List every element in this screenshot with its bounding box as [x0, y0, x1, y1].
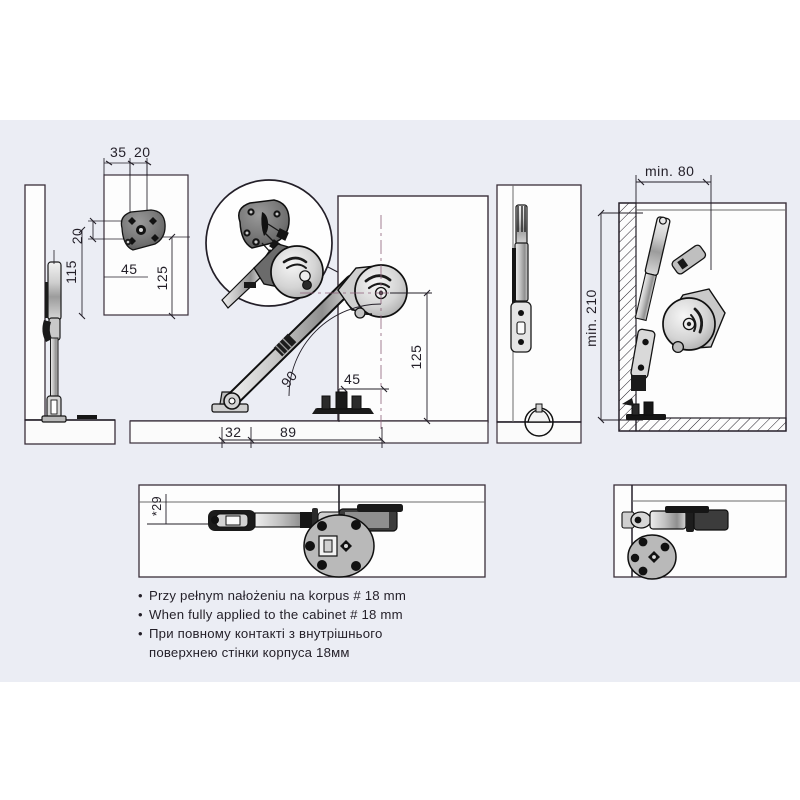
floor-bracket-main [312, 391, 374, 414]
dim-20-side: 20 [69, 228, 85, 245]
dim-125-main: 125 [408, 345, 424, 370]
plate-plan [303, 514, 375, 578]
dim-min-210: min. 210 [583, 289, 599, 347]
view-left-elevation [24, 184, 116, 445]
dim-20-top: 20 [134, 144, 151, 160]
note-line-pl: • Przy pełnym nałożeniu na korpus # 18 mm [138, 586, 558, 605]
note-line-en: • When fully applied to the cabinet # 18 … [138, 605, 558, 624]
floor-bracket-right [622, 398, 666, 420]
note-text-pl: Przy pełnym nałożeniu na korpus # 18 mm [149, 588, 407, 603]
note-line-ua-cont: поверхнею стінки корпуса 18мм [149, 645, 350, 660]
dim-115: 115 [63, 260, 79, 284]
dim-29: *29 [150, 496, 164, 516]
view-narrow-section [496, 184, 582, 444]
notes-block: • Przy pełnym nałożeniu na korpus # 18 mm… [138, 586, 558, 662]
stay-arm-open [223, 274, 360, 410]
stay-left-folded [41, 250, 97, 423]
note-bullet: • [138, 626, 143, 641]
plate-plan-right [627, 534, 677, 580]
dim-45-main: 45 [344, 371, 361, 387]
stay-right-assembly [630, 216, 726, 391]
dim-35: 35 [110, 144, 127, 160]
dim-125-plate: 125 [154, 266, 170, 291]
view-detail-callout [205, 179, 379, 309]
view-bottom-plan: *29 [138, 484, 486, 578]
view-front-plate: 35 20 20 115 45 125 [63, 144, 190, 320]
dim-angle-90: 90 [278, 367, 301, 390]
note-bullet: • [138, 588, 143, 603]
stay-head-main [337, 264, 408, 319]
stay-plan-right [621, 506, 729, 532]
dim-45-plate: 45 [121, 261, 138, 277]
note-bullet: • [138, 607, 143, 622]
note-line-ua: • При повному контакті з внутрішнього [138, 624, 558, 643]
narrow-floor-fitting [524, 403, 554, 437]
dim-min-80: min. 80 [645, 163, 694, 179]
note-text-ua: При повному контакті з внутрішнього [149, 626, 383, 641]
dim-32: 32 [225, 424, 242, 440]
view-right-section: min. 80 min. 210 [583, 163, 787, 432]
note-text-en: When fully applied to the cabinet # 18 m… [149, 607, 403, 622]
mounting-plate-front [120, 209, 166, 251]
view-bottom-right-plan [613, 484, 787, 580]
view-main-section: 90 45 125 [129, 195, 489, 448]
stay-narrow-folded [510, 204, 532, 353]
dim-89: 89 [280, 424, 297, 440]
